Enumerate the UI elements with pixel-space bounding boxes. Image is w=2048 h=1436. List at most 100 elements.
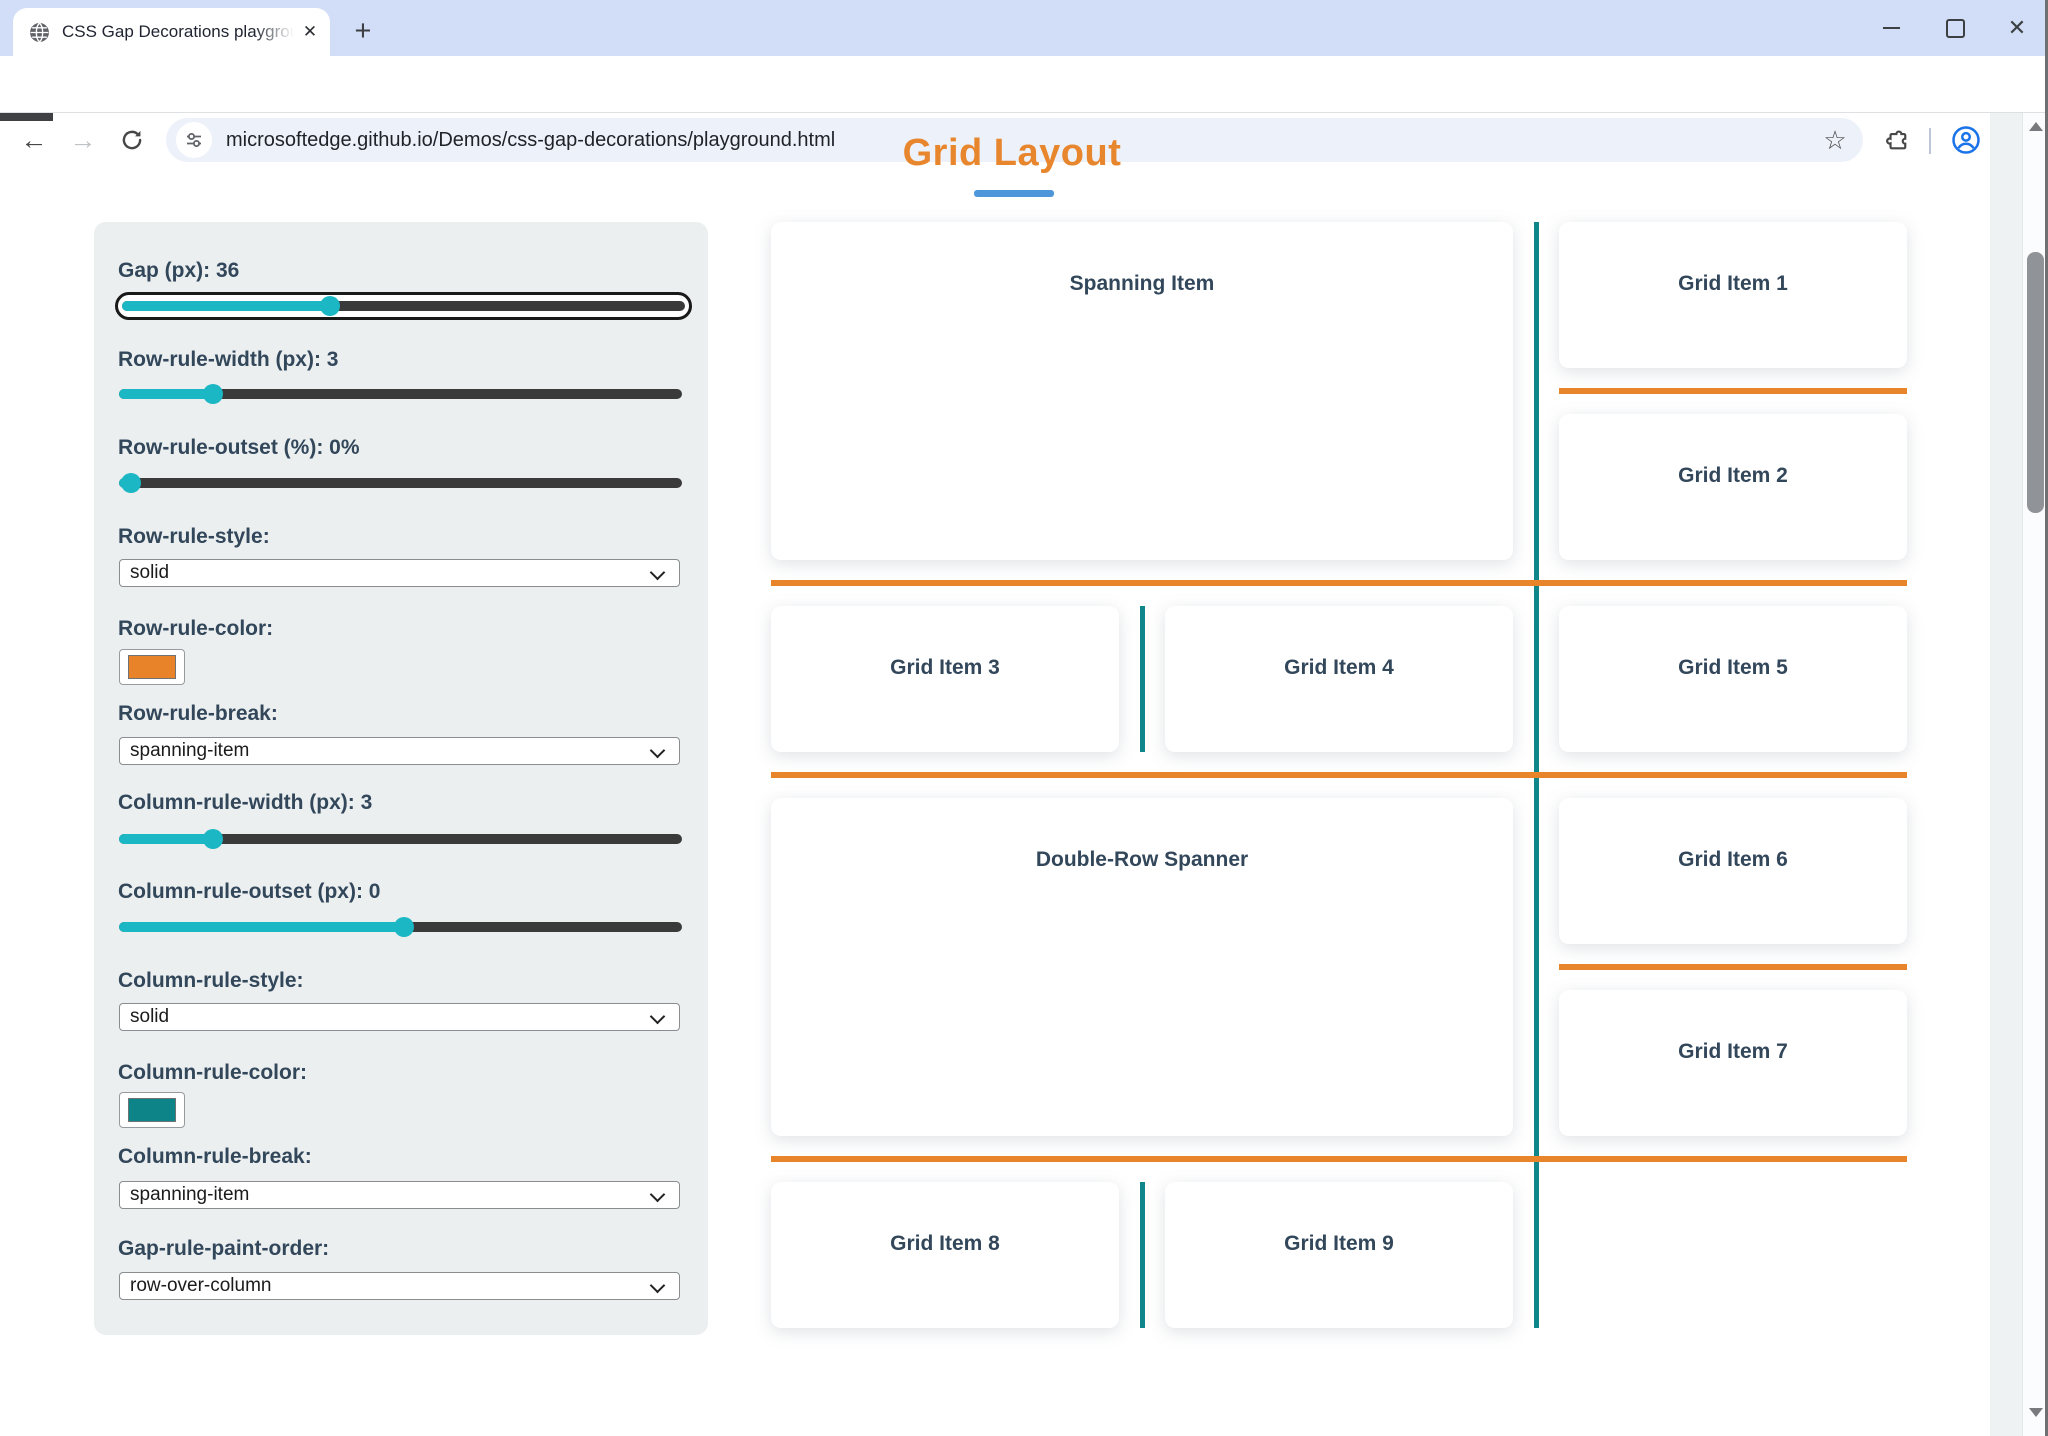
puzzle-icon <box>1886 130 1907 150</box>
grid-card-9: Grid Item 9 <box>1165 1182 1513 1328</box>
column-rule-color-picker[interactable] <box>119 1092 185 1128</box>
column-rule-width-slider[interactable] <box>119 829 682 849</box>
row-rule-segment <box>771 772 1907 778</box>
address-bar[interactable]: microsoftedge.github.io/Demos/css-gap-de… <box>166 118 1863 162</box>
grid-card-7: Grid Item 7 <box>1559 990 1907 1136</box>
tab-close-icon[interactable]: ✕ <box>302 22 318 41</box>
extensions-button[interactable] <box>1880 122 1916 158</box>
grid-layout-demo: Spanning Item Grid Item 1 Grid Item 2 Gr… <box>771 222 1907 1328</box>
row-rule-segment <box>771 1156 1907 1162</box>
grid-card-spanning-item: Spanning Item <box>771 222 1513 560</box>
controls-panel: Gap (px): 36 Row-rule-width (px): 3 Row-… <box>94 222 708 1335</box>
gap-slider-label: Gap (px): 36 <box>118 259 240 282</box>
maximize-icon <box>1945 18 1965 38</box>
tune-icon <box>187 133 201 147</box>
column-rule-style-select[interactable]: solid <box>119 1003 680 1031</box>
grid-card-3: Grid Item 3 <box>771 606 1119 752</box>
row-rule-color-label: Row-rule-color: <box>118 617 274 640</box>
globe-favicon-icon <box>30 22 49 42</box>
url-text[interactable]: microsoftedge.github.io/Demos/css-gap-de… <box>226 128 836 151</box>
slider-thumb[interactable] <box>203 384 223 404</box>
grid-card-5: Grid Item 5 <box>1559 606 1907 752</box>
row-rule-color-chip <box>128 655 176 679</box>
scrollbar-thumb[interactable] <box>2027 252 2044 513</box>
row-rule-segment <box>1559 964 1907 970</box>
slider-fill <box>122 301 330 311</box>
slider-track[interactable] <box>119 389 682 399</box>
page-title: Grid Layout <box>902 132 1122 174</box>
column-rule-outset-label: Column-rule-outset (px): 0 <box>118 880 381 903</box>
title-underline <box>974 190 1054 197</box>
column-rule-style-label: Column-rule-style: <box>118 969 304 992</box>
tab-title: CSS Gap Decorations playgroun <box>62 22 294 42</box>
gap-rule-paint-order-select[interactable]: row-over-column <box>119 1272 680 1300</box>
profile-avatar-icon <box>1952 126 1980 154</box>
column-rule-break-select[interactable]: spanning-item <box>119 1181 680 1209</box>
window-minimize-button[interactable] <box>1868 0 1914 56</box>
window-border <box>2045 0 2048 1436</box>
slider-fill <box>119 922 404 932</box>
chevron-down-icon <box>649 1186 666 1203</box>
grid-card-8: Grid Item 8 <box>771 1182 1119 1328</box>
back-button[interactable]: ← <box>20 124 48 155</box>
window-close-button[interactable]: ✕ <box>2007 15 2027 40</box>
chevron-down-icon <box>649 1277 666 1294</box>
minimize-icon <box>1882 26 1900 30</box>
slider-thumb[interactable] <box>320 296 340 316</box>
page-edge-strip <box>1990 113 2022 1436</box>
column-rule-color-chip <box>128 1098 176 1122</box>
row-rule-width-slider[interactable] <box>119 384 682 404</box>
row-rule-segment <box>771 580 1907 586</box>
slider-track[interactable] <box>122 301 685 311</box>
row-rule-style-label: Row-rule-style: <box>118 525 270 548</box>
row-rule-segment <box>1559 388 1907 394</box>
row-rule-break-label: Row-rule-break: <box>118 702 278 725</box>
slider-track[interactable] <box>119 478 682 488</box>
site-info-button[interactable] <box>176 122 212 158</box>
reload-icon <box>122 130 142 150</box>
scrollbar-up-arrow-icon[interactable] <box>2029 122 2043 131</box>
toolbar-divider <box>1929 128 1931 154</box>
row-rule-outset-slider[interactable] <box>119 473 682 493</box>
grid-card-double-row-spanner: Double-Row Spanner <box>771 798 1513 1136</box>
slider-fill <box>119 834 213 844</box>
column-rule-color-label: Column-rule-color: <box>118 1061 307 1084</box>
grid-card-6: Grid Item 6 <box>1559 798 1907 944</box>
column-rule-segment <box>1140 1182 1145 1328</box>
slider-thumb[interactable] <box>394 917 414 937</box>
browser-tab[interactable]: CSS Gap Decorations playgroun ✕ <box>13 8 330 56</box>
forward-button[interactable]: → <box>69 124 97 155</box>
chevron-down-icon <box>649 564 666 581</box>
gap-slider[interactable] <box>122 296 685 316</box>
chevron-down-icon <box>649 742 666 759</box>
scrollbar-down-arrow-icon[interactable] <box>2029 1408 2043 1417</box>
tab-title-fade <box>254 22 294 42</box>
row-rule-outset-label: Row-rule-outset (%): 0% <box>118 436 360 459</box>
gap-rule-paint-order-label: Gap-rule-paint-order: <box>118 1237 330 1260</box>
column-rule-break-label: Column-rule-break: <box>118 1145 312 1168</box>
slider-thumb[interactable] <box>121 473 141 493</box>
row-rule-break-select[interactable]: spanning-item <box>119 737 680 765</box>
grid-card-4: Grid Item 4 <box>1165 606 1513 752</box>
window-maximize-button[interactable] <box>1932 0 1978 56</box>
slider-fill <box>119 389 213 399</box>
profile-button[interactable] <box>1948 122 1984 158</box>
slider-thumb[interactable] <box>203 829 223 849</box>
chevron-down-icon <box>649 1008 666 1025</box>
column-rule-width-label: Column-rule-width (px): 3 <box>118 791 373 814</box>
new-tab-button[interactable]: + <box>354 14 372 47</box>
tab-strip: CSS Gap Decorations playgroun ✕ + ✕ <box>0 0 2048 56</box>
browser-toolbar: ← → microsoftedge.github.io/Demos/css-ga… <box>0 56 2048 162</box>
column-rule-outset-slider[interactable] <box>119 917 682 937</box>
slider-track[interactable] <box>119 834 682 844</box>
row-rule-style-select[interactable]: solid <box>119 559 680 587</box>
grid-card-1: Grid Item 1 <box>1559 222 1907 368</box>
grid-card-2: Grid Item 2 <box>1559 414 1907 560</box>
bookmark-star-icon[interactable]: ☆ <box>1823 124 1847 155</box>
scrolled-content-sliver <box>0 113 53 121</box>
reload-button[interactable] <box>114 122 150 158</box>
gap-slider-focus-ring <box>115 292 692 320</box>
row-rule-width-label: Row-rule-width (px): 3 <box>118 348 339 371</box>
row-rule-color-picker[interactable] <box>119 649 185 685</box>
column-rule-segment <box>1140 606 1145 752</box>
